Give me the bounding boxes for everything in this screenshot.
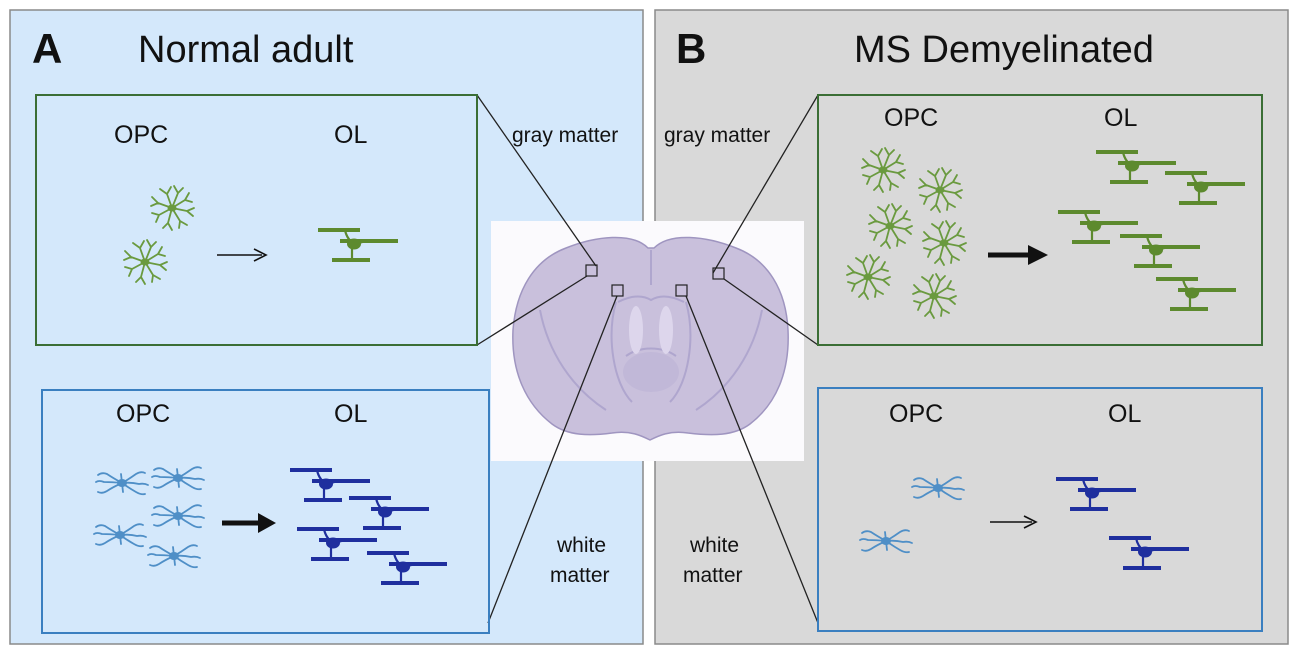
panel-a-white-ol-label: OL [334, 400, 367, 428]
panel-a-gray-matter-label: gray matter [512, 124, 618, 147]
panel-b-gray-ol-label: OL [1104, 104, 1137, 132]
brain-ventricle-left [629, 306, 643, 354]
panel-b-gray-matter-label: gray matter [664, 124, 770, 147]
panel-a-white-matter-box: OPC OL [41, 389, 490, 634]
sample-square-a-gray [585, 264, 598, 277]
panel-b-white-ol-label: OL [1108, 400, 1141, 428]
panel-b-white-matter-label-1: white [689, 534, 739, 557]
arrowhead-icon [253, 248, 268, 262]
panel-a-gray-ol-label: OL [334, 121, 367, 149]
sample-square-b-white [675, 284, 688, 297]
arrowhead-icon [1028, 245, 1048, 265]
panel-b-white-matter-box: OPC OL [817, 387, 1263, 632]
brain-ventricle-right [659, 306, 673, 354]
panel-a-title: Normal adult [138, 29, 354, 71]
brain-section [491, 221, 804, 461]
sample-square-b-gray [712, 267, 725, 280]
panel-b-white-opc-label: OPC [889, 400, 943, 428]
brain-thalamus [623, 352, 679, 392]
panel-a-gray-opc-label: OPC [114, 121, 168, 149]
panel-a-letter: A [32, 25, 62, 72]
panel-b-letter: B [676, 25, 706, 72]
panel-a-white-opc-label: OPC [116, 400, 170, 428]
arrowhead-icon [1023, 515, 1038, 529]
panel-b-gray-opc-label: OPC [884, 104, 938, 132]
panel-a-white-matter-label-1: white [556, 534, 606, 557]
sample-square-a-white [611, 284, 624, 297]
brain-inner-structures [539, 250, 763, 411]
panel-b-gray-matter-box: OPC OL [817, 94, 1263, 346]
panel-a-gray-matter-box: OPC OL [35, 94, 478, 346]
arrowhead-icon [258, 513, 276, 533]
panel-b-white-matter-label-2: matter [683, 564, 743, 587]
panel-a-white-matter-label-2: matter [550, 564, 610, 587]
panel-b-title: MS Demyelinated [854, 29, 1154, 71]
connector-lines [476, 94, 819, 624]
